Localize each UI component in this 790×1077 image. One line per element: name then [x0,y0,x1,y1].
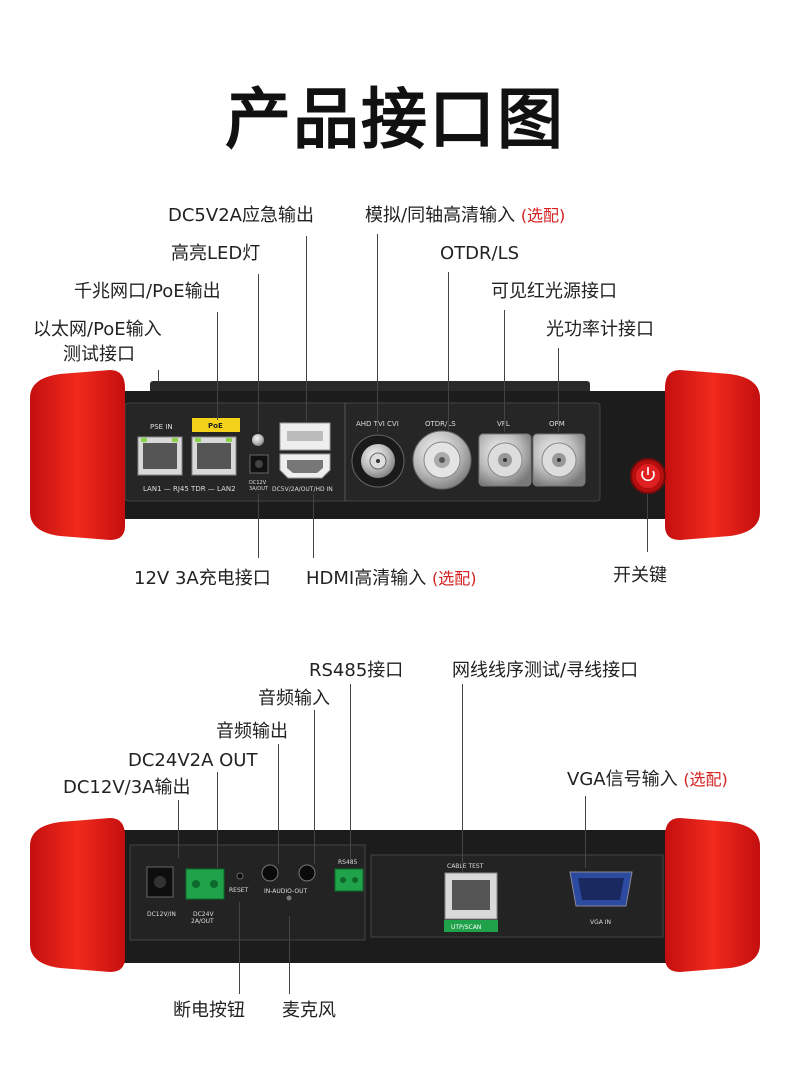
top-device [30,370,760,540]
hdmi-caption-text: DC5V/2A/OUT/HD IN [272,486,333,493]
dc12vin-text: DC12V/IN [147,911,176,918]
leader-line [258,274,259,432]
utp-scan-badge [444,920,498,932]
rs485-terminal[interactable] [334,868,364,892]
label-led: 高亮LED灯 [171,243,261,264]
leader-line [647,494,648,552]
leader-line [178,800,179,858]
dc24v-terminal[interactable] [185,868,225,900]
leader-line [558,348,559,432]
leader-line [158,370,159,382]
vga-in-text: VGA IN [590,919,611,926]
label-cable-test: 网线线序测试/寻线接口 [452,660,639,681]
label-opm: 光功率计接口 [546,319,654,340]
dc24v-out-text: 2A/OUT [191,918,214,925]
reset-button[interactable] [236,872,244,880]
rs485-device-text: RS485 [338,859,358,866]
label-audio-out: 音频输出 [216,721,288,742]
label-hdmi: HDMI高清输入 (选配) [306,568,477,589]
lan2-port[interactable] [191,436,237,476]
pse-in-text: PSE IN [150,423,173,431]
label-dc5v: DC5V2A应急输出 [168,205,314,226]
otdr-device-text: OTDR/LS [425,420,456,428]
right-bumper [665,370,760,540]
leader-line [258,494,259,558]
poe-badge [192,418,240,432]
leader-line [306,236,307,421]
label-gigabit: 千兆网口/PoE输出 [74,281,221,302]
label-dc24v: DC24V2A OUT [128,750,258,771]
label-vfl: 可见红光源接口 [491,281,617,302]
vfl-device-text: VFL [497,420,510,428]
vfl-port[interactable] [478,433,532,487]
leader-line [217,772,218,868]
leader-line [350,684,351,860]
reset-text: RESET [229,887,249,894]
bottom-device [30,818,760,972]
lan1-port[interactable] [137,436,183,476]
label-ethernet-line2: 测试接口 [63,344,135,365]
leader-line [585,796,586,868]
audio-in-jack[interactable] [298,864,316,882]
bnc-port[interactable] [351,434,405,488]
label-power: 开关键 [613,565,667,586]
label-rs485: RS485接口 [309,660,404,681]
power-button[interactable] [630,458,666,494]
leader-line [448,272,449,430]
label-charge: 12V 3A充电接口 [134,568,271,589]
led-light [252,434,264,446]
label-audio-in: 音频输入 [258,688,330,709]
left-bumper [30,370,125,540]
right-bumper-bottom [665,818,760,972]
leader-line [289,916,290,994]
label-ethernet-line1: 以太网/PoE输入 [33,319,162,340]
label-otdr: OTDR/LS [440,243,520,264]
otdr-port[interactable] [412,430,472,490]
leader-line [504,310,505,432]
lan-caption-text: LAN1 — RJ45 TDR — LAN2 [143,485,236,493]
label-vga: VGA信号输入 (选配) [567,769,728,790]
audio-text: IN-AUDIO-OUT [264,888,308,895]
label-analog: 模拟/同轴高清输入 (选配) [365,205,566,226]
left-bumper-bottom [30,818,125,972]
dc12v-out-text: 3A/OUT [249,486,269,492]
page-title: 产品接口图 [225,81,565,158]
leader-line [278,744,279,864]
audio-out-jack[interactable] [261,864,279,882]
opm-port[interactable] [532,433,586,487]
dc24v-text: DC24V [193,911,214,918]
leader-line [462,684,463,872]
leader-line [377,234,378,432]
leader-line [314,710,315,864]
dc12v-text: DC12V [249,480,267,486]
poe-text: PoE [208,422,223,430]
cable-test-text: CABLE TEST [447,863,484,870]
opm-device-text: OPM [549,420,565,428]
label-reset: 断电按钮 [173,1000,245,1021]
leader-line [217,312,218,420]
leader-line [239,902,240,994]
microphone-hole [286,895,292,901]
label-dc12v-out: DC12V/3A输出 [63,777,191,798]
label-mic: 麦克风 [282,1000,336,1021]
utp-text: UTP/SCAN [451,924,481,931]
leader-line [313,494,314,558]
